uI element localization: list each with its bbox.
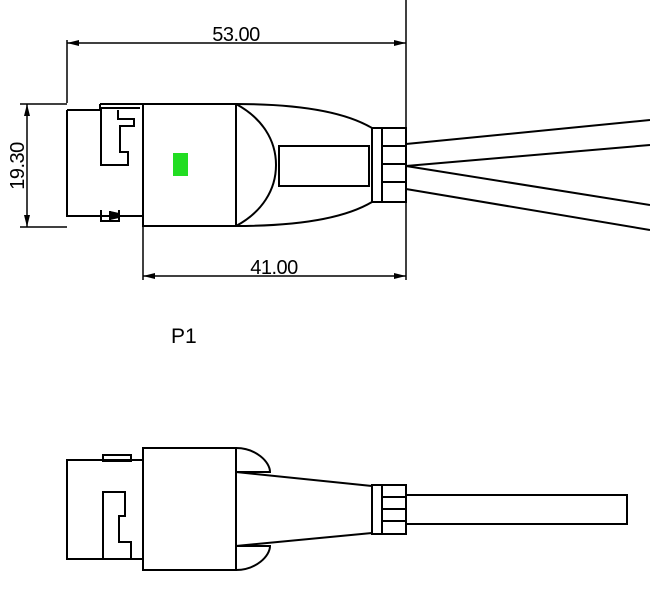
side-plug-head [66, 454, 144, 560]
side-plug-body [142, 447, 237, 571]
led-indicator [173, 153, 188, 176]
top-view: 53.00 19.30 [7, 0, 650, 348]
dimension-overall-length: 53.00 [66, 0, 407, 130]
cable [405, 119, 650, 231]
dimension-body-length-label: 41.00 [250, 257, 298, 279]
dimension-body-length: 41.00 [142, 202, 407, 280]
dimension-overall-length-label: 53.00 [212, 24, 260, 46]
dimension-height-label: 19.30 [7, 142, 29, 190]
cable-boot [235, 103, 407, 227]
side-cable-boot [235, 447, 407, 571]
dimension-height: 19.30 [7, 103, 67, 228]
plug-head [66, 103, 143, 222]
side-cable [406, 494, 628, 525]
side-view [66, 447, 628, 571]
plug-body [142, 103, 237, 227]
view-label: P1 [171, 325, 197, 348]
